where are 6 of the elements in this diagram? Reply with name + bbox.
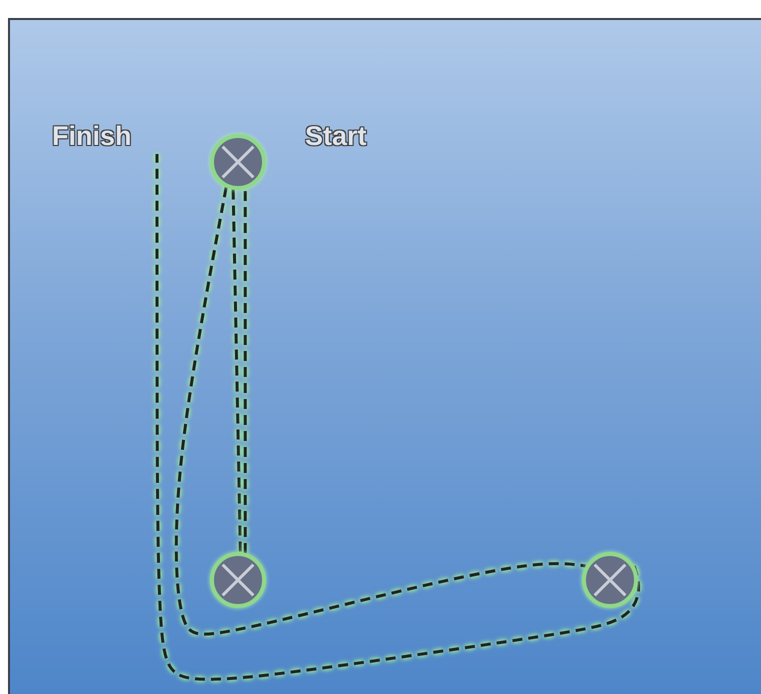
dashed-course-path xyxy=(174,187,586,636)
course-label: Start xyxy=(305,120,367,152)
dashed-course-path xyxy=(244,189,247,553)
course-label: Finish xyxy=(52,121,132,151)
dashed-course-path xyxy=(156,154,640,681)
dashed-course-path xyxy=(232,190,242,552)
